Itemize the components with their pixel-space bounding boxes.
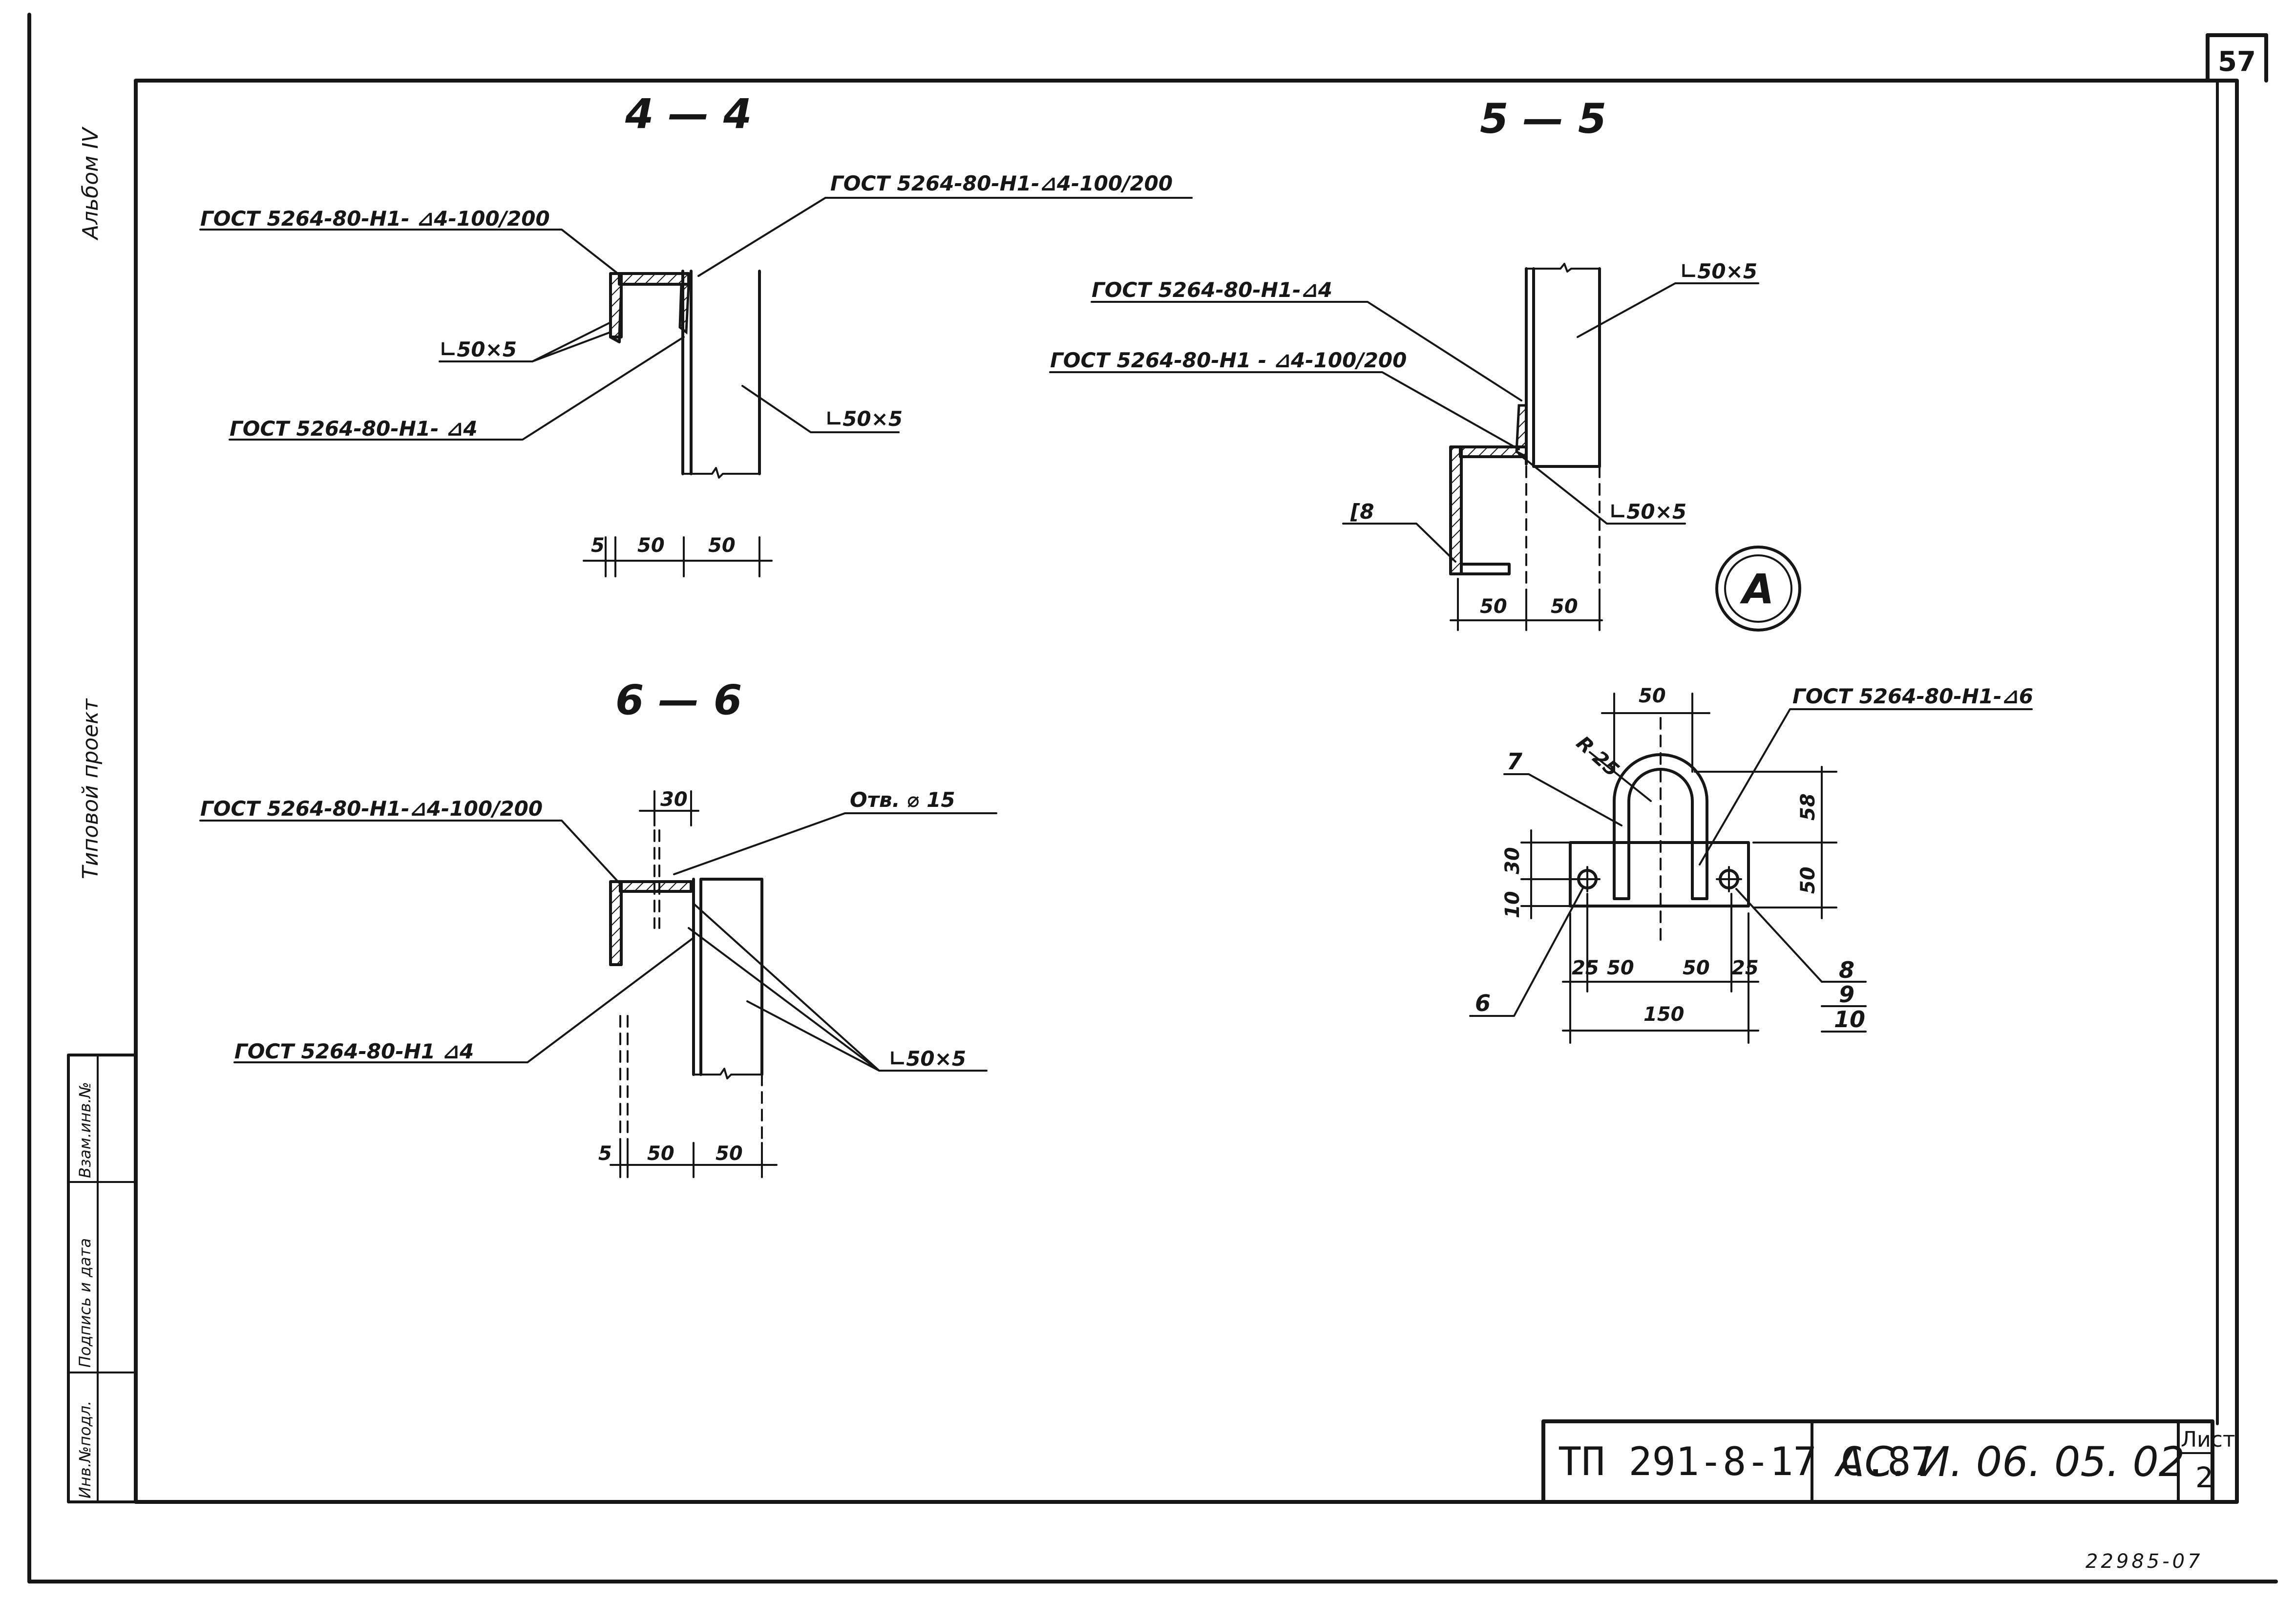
s44-angle-post-label: ∟50×5 [825, 407, 903, 431]
section-5-5-title: 5 — 5 [1480, 95, 1606, 143]
page-number: 57 [2218, 46, 2256, 78]
detail-dim-25a: 25 [1572, 957, 1599, 979]
stamp-inv-podl: Инв.№подл. [76, 1401, 94, 1498]
detail-a-label: А [1739, 565, 1774, 613]
s55-channel-label: [8 [1350, 500, 1374, 524]
section-6-6-title: 6 — 6 [615, 676, 742, 724]
title-block: ТП 291-8-17 С.87 АС. И. 06. 05. 02 Лист … [1541, 1419, 2235, 1504]
detail-dim-58: 58 [1797, 793, 1819, 821]
section-4-4-title: 4 — 4 [625, 90, 752, 138]
detail-dim-50b: 50 [1683, 957, 1710, 979]
s66-dim-30: 30 [660, 788, 688, 811]
s44-weld-bottom-label: ГОСТ 5264-80-Н1- ⊿4 [230, 417, 478, 441]
mark-9: 9 [1839, 981, 1854, 1008]
section-4-4: 4 — 4 ГОСТ 5264-80-Н1- ⊿4-100/200 ГОСТ 5… [199, 90, 1193, 577]
s66-hole-label: Отв. ⌀ 15 [850, 788, 955, 812]
detail-dim-50-right: 50 [1797, 866, 1819, 894]
detail-a: 50 R 25 58 50 30 10 25 50 50 25 150 ГОСТ… [1469, 684, 2033, 1044]
detail-weld-label: ГОСТ 5264-80-Н1-⊿6 [1792, 684, 2033, 708]
document-code: АС. И. 06. 05. 02 [1834, 1438, 2185, 1486]
section-5-5: 5 — 5 ∟50×5 ГОСТ 5264-80-Н1-⊿4 ГОСТ 5264… [1049, 95, 1801, 632]
s55-weld-1-label: ГОСТ 5264-80-Н1-⊿4 [1092, 278, 1332, 302]
detail-dim-30-left: 30 [1501, 847, 1524, 874]
s44-dim-5: 5 [591, 534, 605, 557]
s55-angle-lower-label: ∟50×5 [1609, 500, 1686, 524]
detail-dim-50-top: 50 [1639, 685, 1666, 707]
detail-dim-10-left: 10 [1501, 891, 1524, 918]
sheet-number: 2 [2195, 1461, 2213, 1494]
section-6-6: 6 — 6 30 ГОСТ 5264-80-Н1-⊿4-100/200 Отв.… [199, 676, 997, 1178]
s66-dim-50b: 50 [716, 1142, 743, 1165]
mark-7: 7 [1507, 748, 1522, 775]
side-margin: Альбом IV Типовой проект Инв.№подл. Подп… [67, 127, 137, 1503]
stamp-vzam-inv: Взам.инв.№ [76, 1082, 94, 1178]
s44-angle-small-label: ∟50×5 [440, 338, 517, 361]
album-label: Альбом IV [78, 127, 103, 241]
detail-dim-25b: 25 [1731, 957, 1759, 979]
detail-a-bubble [1715, 546, 1801, 632]
detail-dim-50a: 50 [1607, 957, 1634, 979]
mark-8: 8 [1839, 957, 1854, 983]
s55-dim-50b: 50 [1551, 595, 1578, 618]
s66-dim-5: 5 [598, 1142, 612, 1165]
s55-weld-2-label: ГОСТ 5264-80-Н1 - ⊿4-100/200 [1050, 348, 1407, 372]
s66-weld-bottom-label: ГОСТ 5264-80-Н1 ⊿4 [234, 1039, 474, 1063]
s44-dim-50a: 50 [637, 534, 665, 557]
s66-weld-top-label: ГОСТ 5264-80-Н1-⊿4-100/200 [200, 797, 543, 821]
sheet-label: Лист [2181, 1427, 2235, 1452]
s66-dim-50a: 50 [647, 1142, 674, 1165]
s66-angle-label: ∟50×5 [889, 1047, 966, 1071]
stamp-signature-date: Подпись и дата [76, 1238, 94, 1368]
s44-weld-top-right-label: ГОСТ 5264-80-Н1-⊿4-100/200 [830, 171, 1173, 195]
s55-angle-post-label: ∟50×5 [1680, 259, 1757, 283]
project-code: ТП 291-8-17 С.87 [1558, 1439, 1935, 1484]
sheet-frame [27, 13, 2278, 1583]
archive-number: 22985-07 [2085, 1550, 2203, 1573]
project-type-label: Типовой проект [78, 698, 103, 879]
s44-weld-top-left-label: ГОСТ 5264-80-Н1- ⊿4-100/200 [200, 207, 550, 231]
mark-10: 10 [1834, 1006, 1865, 1033]
s55-dim-50a: 50 [1480, 595, 1507, 618]
s44-dim-50b: 50 [708, 534, 736, 557]
mark-6: 6 [1475, 990, 1491, 1016]
detail-dim-150: 150 [1643, 1003, 1685, 1026]
